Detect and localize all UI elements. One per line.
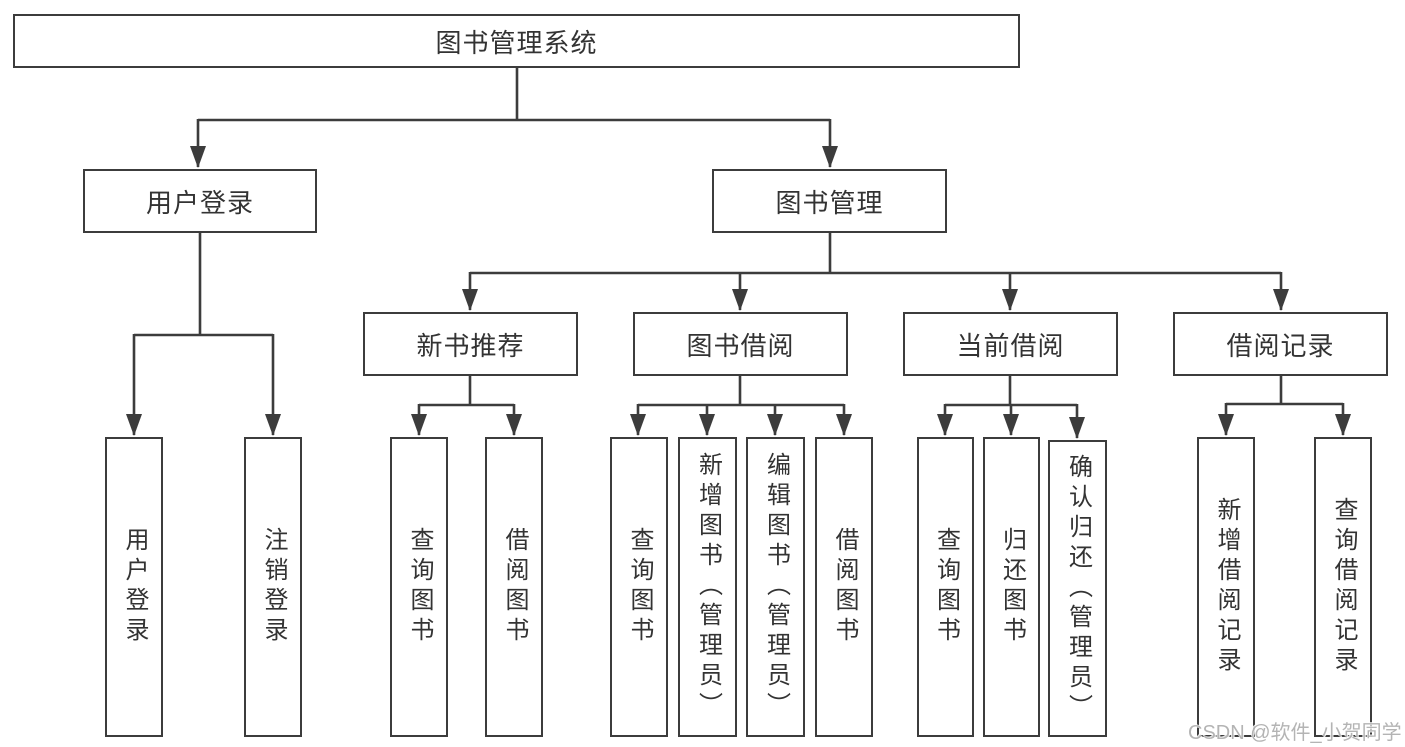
node-label: 新书推荐 <box>416 330 525 361</box>
leaf-label: 新增图书（管理员） <box>694 452 722 722</box>
leaf-borrow-books-recommend: 借阅图书 <box>485 437 543 737</box>
node-library-system: 图书管理系统 <box>13 14 1020 68</box>
leaf-label: 确认归还（管理员） <box>1064 453 1092 724</box>
csdn-watermark: CSDN @软件_小贺同学 <box>1188 722 1402 744</box>
leaf-query-books-borrow: 查询图书 <box>610 437 668 737</box>
leaf-edit-book-admin: 编辑图书（管理员） <box>746 437 805 737</box>
leaf-logout: 注销登录 <box>244 437 302 737</box>
leaf-borrow-books: 借阅图书 <box>815 437 873 737</box>
leaf-label: 查询图书 <box>406 527 433 647</box>
leaf-label: 注销登录 <box>260 527 287 647</box>
node-new-book-recommend: 新书推荐 <box>363 312 578 376</box>
node-label: 图书管理系统 <box>435 27 598 58</box>
node-user-login: 用户登录 <box>83 169 317 233</box>
node-label: 借阅记录 <box>1226 330 1335 361</box>
leaf-add-borrow-record: 新增借阅记录 <box>1197 437 1255 737</box>
leaf-add-book-admin: 新增图书（管理员） <box>678 437 737 737</box>
leaf-label: 查询图书 <box>626 527 653 647</box>
leaf-confirm-return-admin: 确认归还（管理员） <box>1048 440 1107 737</box>
leaf-label: 归还图书 <box>998 527 1026 647</box>
leaf-query-books-current: 查询图书 <box>917 437 974 737</box>
node-book-borrow: 图书借阅 <box>633 312 848 376</box>
node-book-management: 图书管理 <box>712 169 947 233</box>
node-label: 当前借阅 <box>956 330 1065 361</box>
node-borrow-records: 借阅记录 <box>1173 312 1388 376</box>
leaf-user-login: 用户登录 <box>105 437 163 737</box>
leaf-query-borrow-record: 查询借阅记录 <box>1314 437 1372 737</box>
leaf-label: 新增借阅记录 <box>1213 497 1240 677</box>
leaf-label: 借阅图书 <box>831 527 858 647</box>
node-label: 图书借阅 <box>686 330 795 361</box>
leaf-label: 借阅图书 <box>501 527 528 647</box>
leaf-return-book: 归还图书 <box>983 437 1040 737</box>
leaf-label: 用户登录 <box>121 527 148 647</box>
leaf-query-books-recommend: 查询图书 <box>390 437 448 737</box>
leaf-label: 编辑图书（管理员） <box>762 452 790 722</box>
node-current-borrow: 当前借阅 <box>903 312 1118 376</box>
node-label: 用户登录 <box>145 187 254 218</box>
leaf-label: 查询借阅记录 <box>1330 497 1357 677</box>
leaf-label: 查询图书 <box>932 527 960 647</box>
node-label: 图书管理 <box>775 187 884 218</box>
